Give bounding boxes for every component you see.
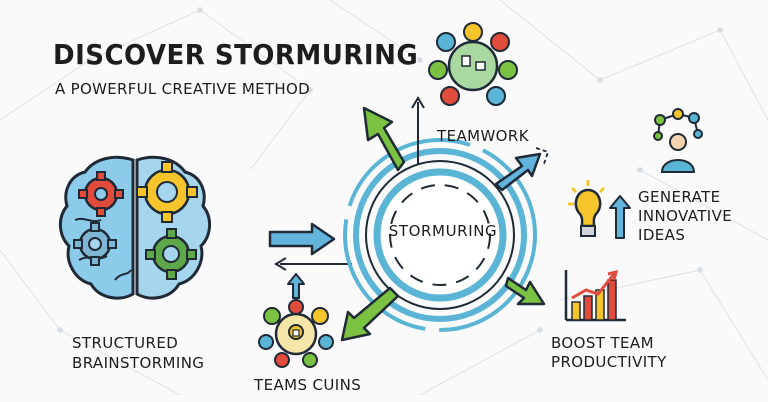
productivity-label-line2: PRODUCTIVITY — [551, 353, 667, 371]
page-title: DISCOVER STORMURING — [53, 38, 419, 71]
teamwork-table-icon — [428, 22, 518, 106]
ideas-label-line3: IDEAS — [638, 226, 686, 244]
teamwork-label: TEAMWORK — [437, 127, 529, 145]
thin-arrow-left-icon — [274, 257, 352, 271]
teams-label: TEAMS CUINS — [254, 376, 362, 394]
page-subtitle: A POWERFUL CREATIVE METHOD — [55, 80, 310, 98]
arrow-up-blue-icon — [287, 273, 305, 299]
arrow-right-icon — [268, 222, 336, 256]
arrow-up-left-green-icon — [362, 106, 406, 172]
person-network-icon — [653, 108, 703, 173]
lightbulb-icon — [568, 180, 631, 239]
brain-label-line2: BRAINSTORMING — [72, 354, 205, 372]
arrow-down-right-green-icon — [504, 276, 546, 306]
productivity-label-line1: BOOST TEAM — [551, 334, 654, 352]
stormuring-rings — [343, 138, 537, 332]
arrow-up-right-blue-icon — [494, 147, 550, 192]
center-label: STORMURING — [388, 222, 498, 240]
brain-gears-icon — [59, 155, 211, 300]
growth-chart-icon — [564, 269, 626, 322]
ideas-label-line2: INNOVATIVE — [638, 207, 733, 225]
teams-circle-icon — [258, 299, 334, 368]
thin-arrow-up-icon — [411, 96, 425, 164]
ideas-label-line1: GENERATE — [638, 188, 721, 206]
brain-label-line1: STRUCTURED — [72, 334, 179, 352]
arrow-down-left-green-icon — [340, 286, 400, 342]
